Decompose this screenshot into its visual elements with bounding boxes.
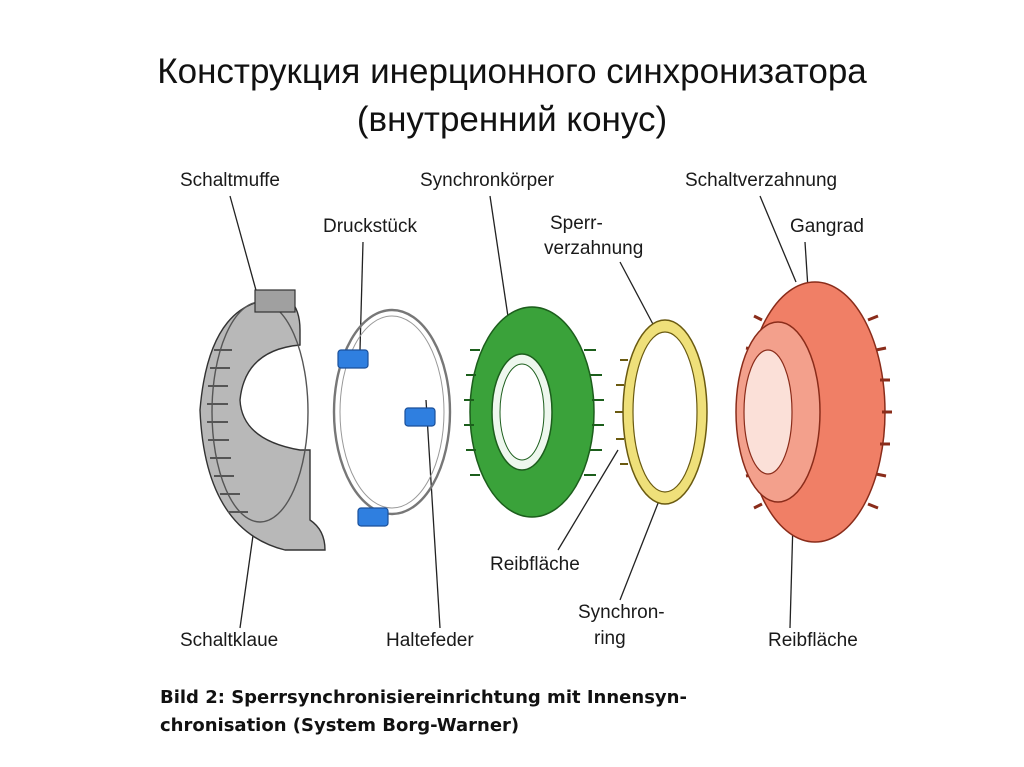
label-reibflaeche-gear: Reibfläche (768, 630, 858, 651)
haltefeder-part (332, 308, 452, 516)
caption-line-1: Bild 2: Sperrsynchronisiereinrichtung mi… (160, 687, 687, 708)
label-synchronring-2: ring (594, 628, 626, 649)
label-sperrverzahnung-2: verzahnung (544, 238, 644, 259)
schaltmuffe-part (199, 289, 326, 551)
label-reibflaeche-ring: Reibfläche (490, 554, 580, 575)
label-druckstueck: Druckstück (323, 216, 417, 237)
leader-druckstueck (359, 241, 364, 351)
leader-sperrverzahnung (619, 261, 656, 329)
figure-caption: Bild 2: Sperrsynchronisiereinrichtung mi… (160, 684, 920, 740)
label-synchronkoerper: Synchronkörper (420, 170, 555, 191)
exploded-view-drawing (199, 195, 892, 629)
label-sperrverzahnung-1: Sperr- (550, 213, 603, 234)
label-gangrad: Gangrad (790, 216, 864, 237)
label-schaltmuffe: Schaltmuffe (180, 170, 280, 191)
leader-schaltverzahnung (759, 195, 797, 283)
gangrad-part (735, 281, 892, 543)
slide-title: Конструкция инерционного синхронизатора … (0, 48, 1024, 144)
label-schaltverzahnung: Schaltverzahnung (685, 170, 838, 191)
title-line-2: (внутренний конус) (356, 100, 668, 139)
exploded-view-figure: Schaltmuffe Druckstück Synchronkörper Sp… (150, 150, 910, 670)
leader-synchronkoerper (489, 195, 511, 331)
leader-haltefeder (425, 399, 441, 629)
label-haltefeder: Haltefeder (386, 630, 474, 651)
synchronkoerper-part (464, 306, 604, 518)
label-schaltklaue: Schaltklaue (180, 630, 279, 651)
label-synchronring-1: Synchron- (578, 602, 665, 623)
caption-line-2: chronisation (System Borg-Warner) (160, 715, 520, 736)
druckstueck-part (337, 349, 436, 527)
synchronring-part (615, 319, 708, 505)
leader-reibflaeche-ring (557, 449, 619, 551)
title-line-1: Конструкция инерционного синхронизатора (157, 52, 867, 91)
